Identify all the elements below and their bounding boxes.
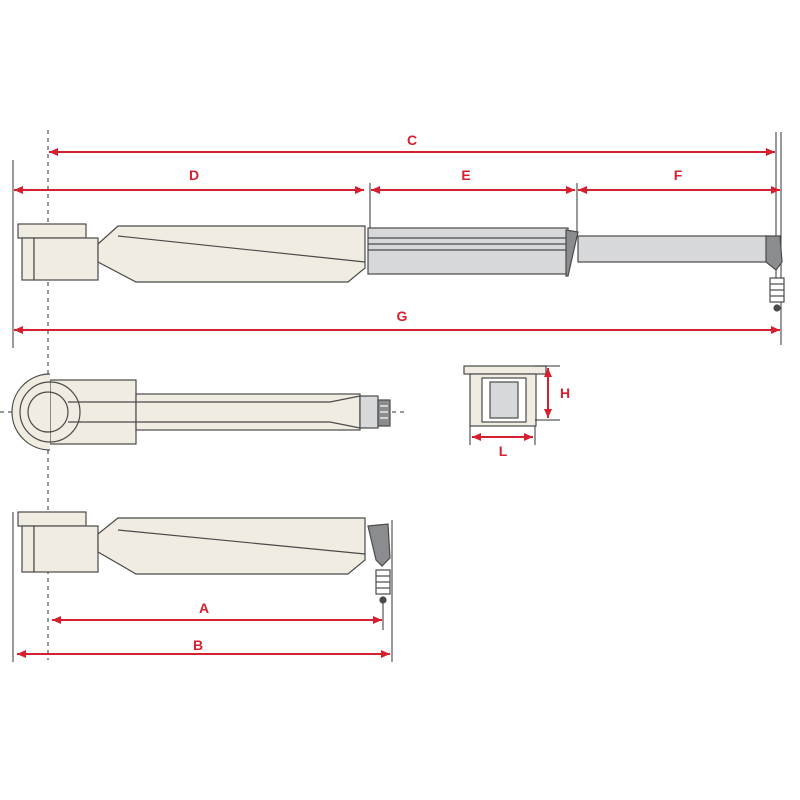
dimension-c: C (49, 132, 775, 156)
dimension-f: F (578, 167, 780, 194)
dimension-e: E (371, 167, 575, 194)
crane-top-view (11, 373, 391, 451)
label-f: F (674, 167, 683, 183)
dimension-b: B (17, 637, 390, 658)
dimension-d: D (14, 167, 364, 194)
label-a: A (199, 600, 209, 616)
label-e: E (461, 167, 470, 183)
dimension-g: G (14, 308, 780, 334)
dimension-a: A (52, 600, 382, 624)
retracted-crane-side-view (17, 511, 391, 604)
label-h: H (560, 385, 570, 401)
label-b: B (193, 637, 203, 653)
dimension-l: L (472, 433, 533, 459)
dimension-h: H (544, 368, 570, 418)
label-d: D (189, 167, 199, 183)
crane-end-view (463, 365, 560, 445)
label-g: G (397, 308, 408, 324)
label-l: L (499, 443, 508, 459)
extended-crane-side-view (17, 223, 785, 312)
label-c: C (407, 132, 417, 148)
